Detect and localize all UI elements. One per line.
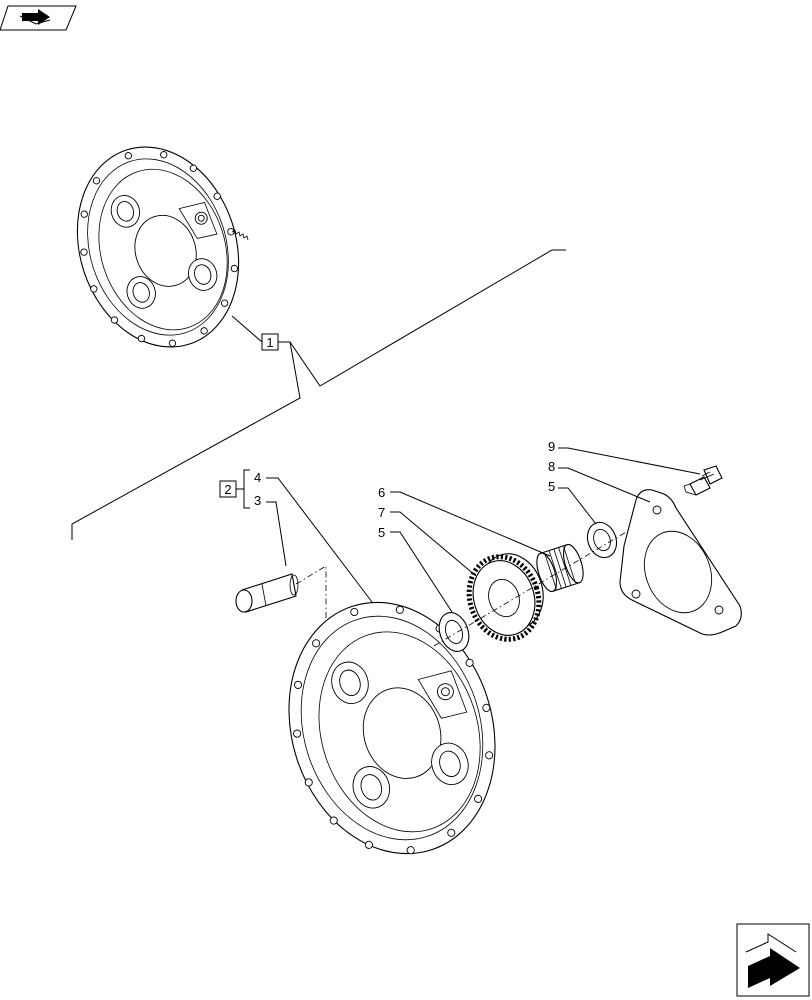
callout-labels-right: 9 8 5 6 7 5	[378, 439, 555, 540]
callout-1-label: 1	[266, 335, 273, 350]
callout-6-label: 6	[378, 485, 385, 500]
leader-lines	[390, 447, 701, 613]
planet-gear	[466, 553, 544, 642]
book-arrow-icon[interactable]	[0, 5, 77, 31]
retaining-plate	[619, 489, 742, 636]
thrust-washer-upper	[586, 521, 618, 559]
next-page-arrow-icon[interactable]	[736, 923, 810, 997]
callout-5b-label: 5	[378, 525, 385, 540]
needle-bearing	[536, 543, 584, 593]
pin	[235, 573, 299, 613]
callout-1: 1	[71, 249, 566, 540]
callout-7-label: 7	[378, 505, 385, 520]
callout-8-label: 8	[548, 459, 555, 474]
callout-2-label: 2	[224, 482, 231, 497]
callout-5a-label: 5	[548, 479, 555, 494]
callout-2: 2 4 3	[219, 469, 373, 603]
callout-3-label: 3	[254, 493, 261, 508]
lower-housing	[288, 601, 496, 855]
callout-9-label: 9	[548, 439, 555, 454]
upper-housing	[76, 146, 249, 348]
callout-4-label: 4	[254, 470, 261, 485]
bolt	[683, 465, 723, 496]
thrust-washer-lower	[438, 612, 470, 652]
